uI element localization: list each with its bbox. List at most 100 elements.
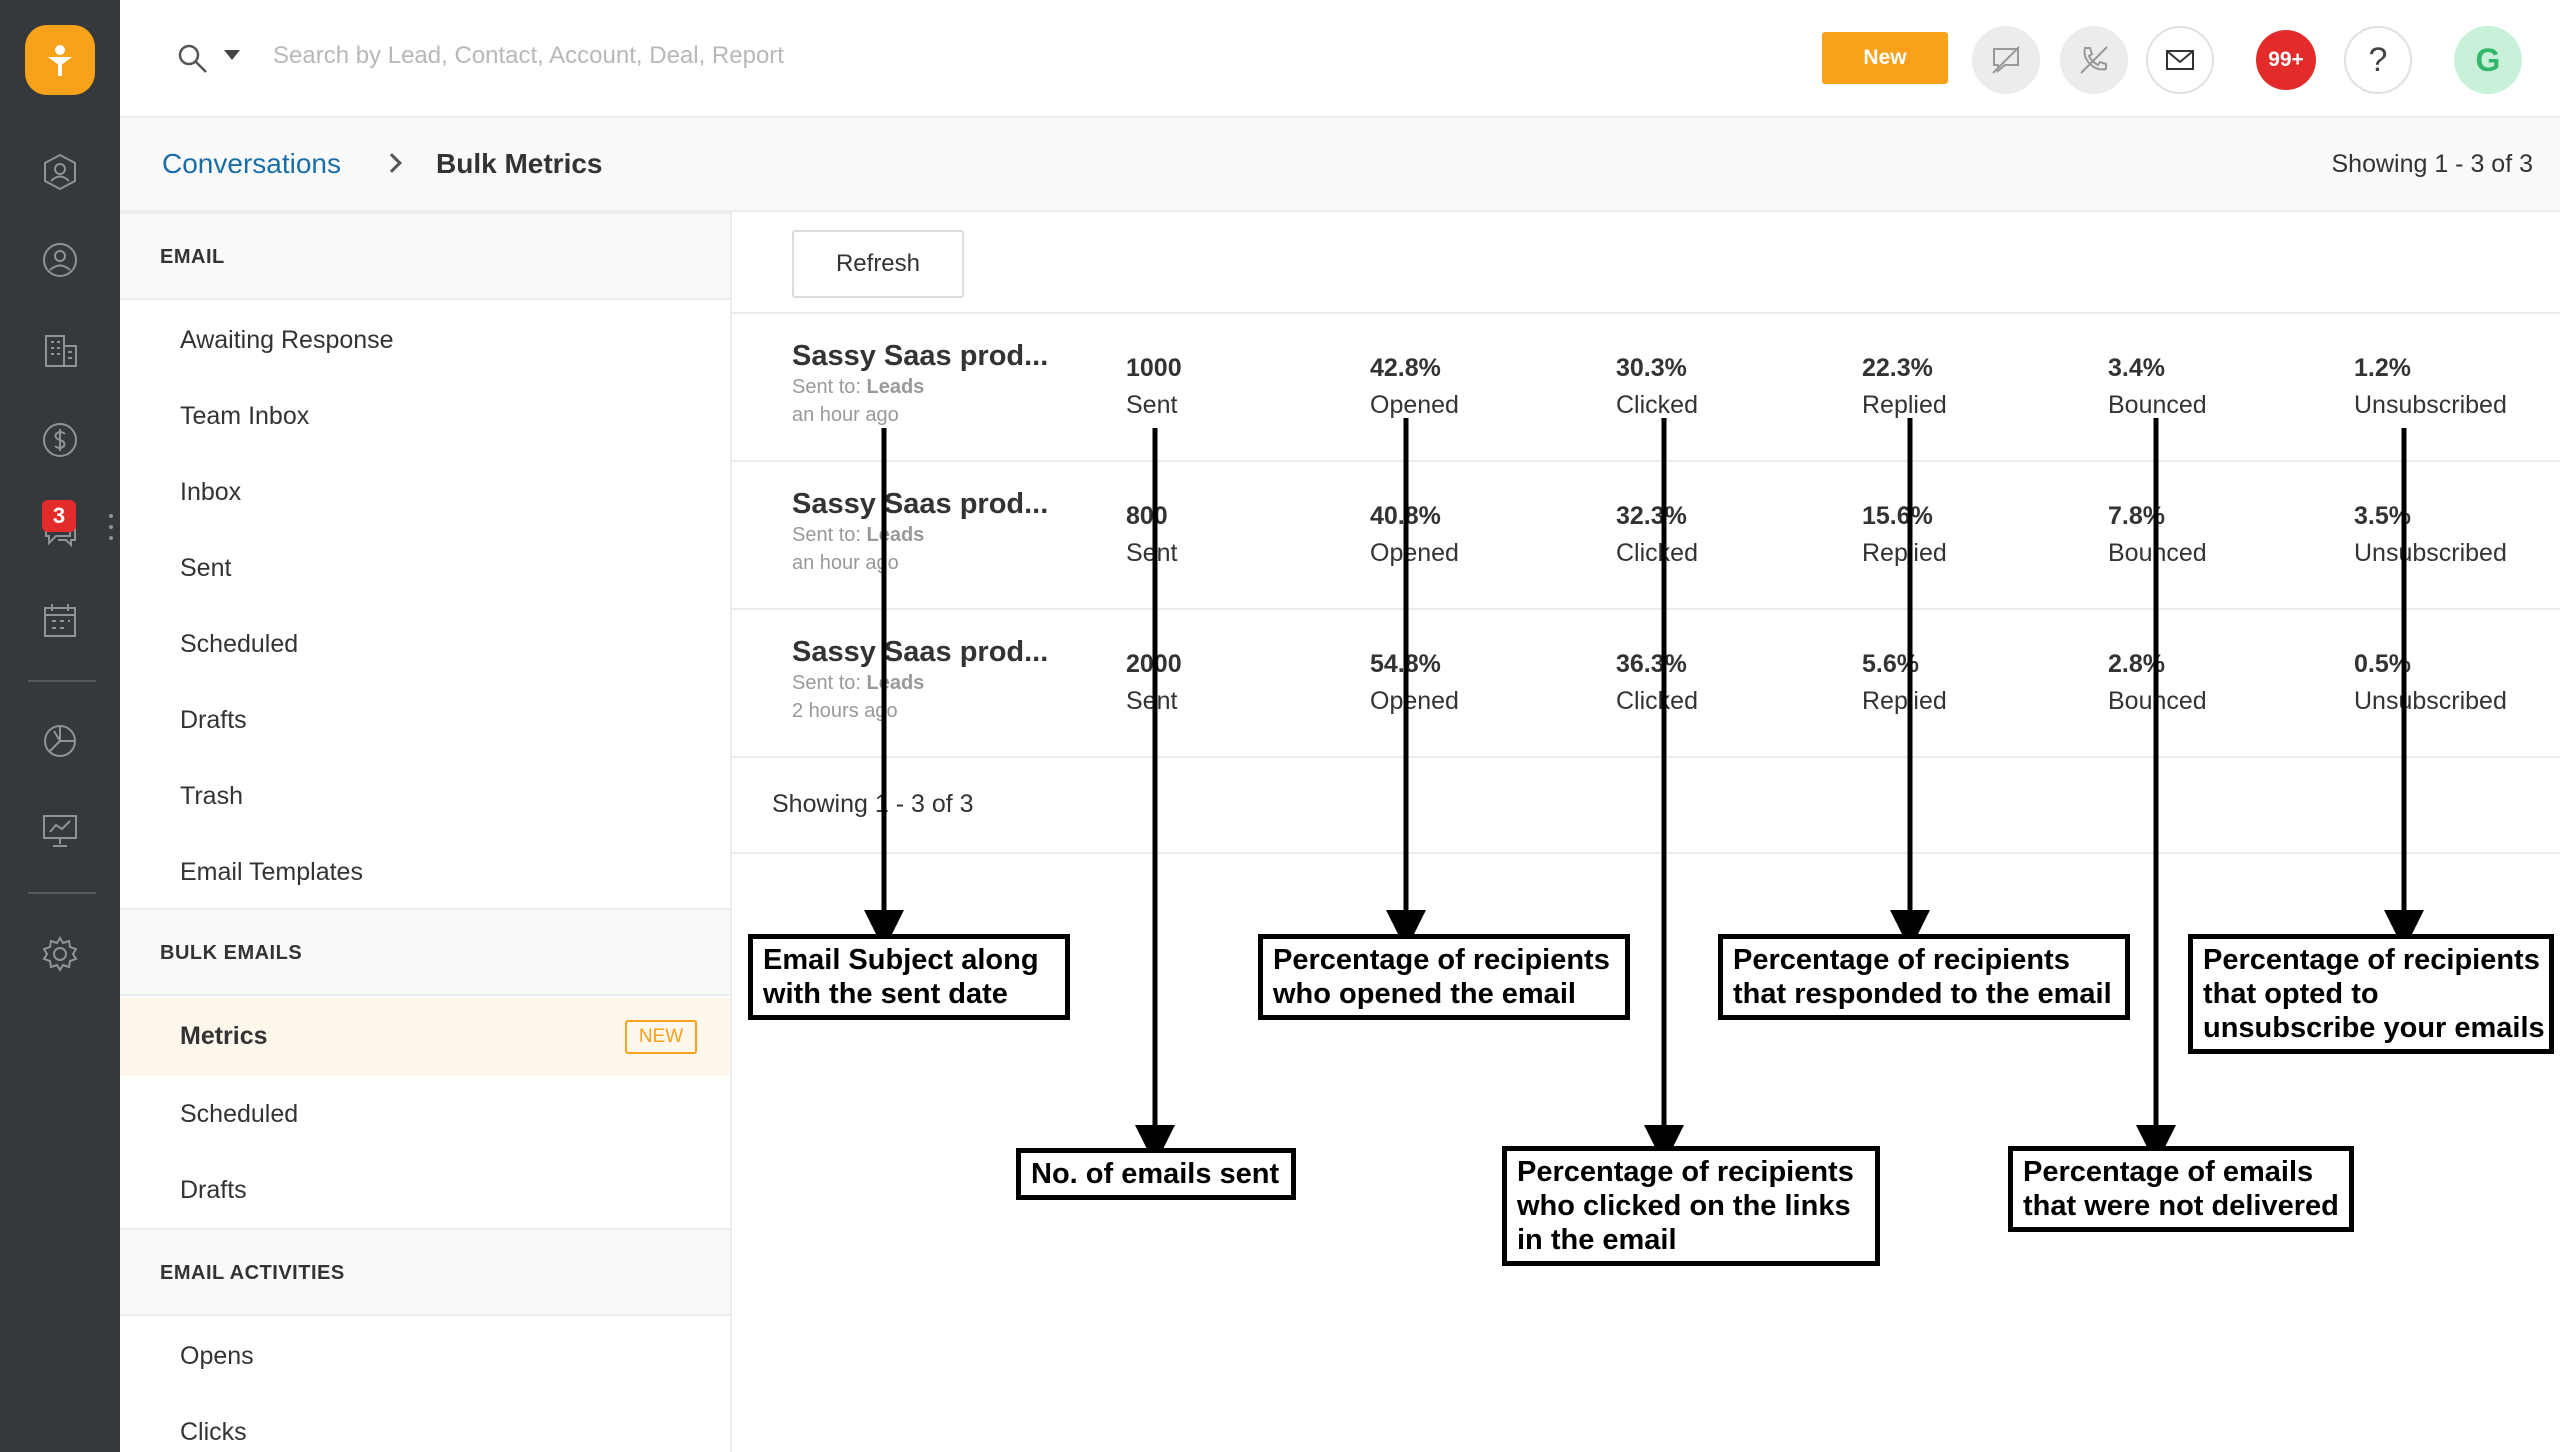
metric-value: 3.5% [2354, 502, 2411, 530]
settings-gear-icon[interactable] [38, 932, 82, 976]
metric-replied: 22.3%Replied [1862, 354, 1947, 420]
metric-value: 22.3% [1862, 354, 1933, 382]
sent-to-prefix: Sent to: [792, 376, 861, 398]
metric-replied: 5.6% Replied [1862, 650, 1947, 716]
sidebar-item-scheduled[interactable]: Scheduled [120, 606, 730, 682]
metric-value: 32.3% [1616, 502, 1687, 530]
search-scope-chevron-down-icon[interactable] [224, 50, 240, 60]
metric-value: 0.5% [2354, 650, 2411, 678]
metric-value: 800 [1126, 502, 1168, 530]
metric-value: 40.8% [1370, 502, 1441, 530]
metric-value: 54.8% [1370, 650, 1441, 678]
conversations-sidebar: EMAIL Awaiting Response Team Inbox Inbox… [120, 212, 732, 1452]
sent-to-audience: Leads [866, 672, 925, 694]
sidebar-item-bulk-drafts[interactable]: Drafts [120, 1152, 730, 1228]
metric-label: Opened [1370, 687, 1459, 715]
metric-label: Clicked [1616, 539, 1698, 567]
divider [732, 608, 2560, 610]
sidebar-item-label: Drafts [180, 1176, 247, 1204]
divider [732, 460, 2560, 462]
sidebar-item-clicks[interactable]: Clicks [120, 1394, 730, 1452]
metric-label: Sent [1126, 687, 1178, 715]
deals-icon[interactable] [38, 418, 82, 462]
metric-label: Clicked [1616, 391, 1698, 419]
metric-label: Sent [1126, 539, 1178, 567]
rail-expand-handle[interactable] [108, 514, 114, 540]
sidebar-item-opens[interactable]: Opens [120, 1318, 730, 1394]
sidebar-item-label: Clicks [180, 1418, 247, 1446]
left-rail: 3 [0, 0, 120, 1452]
contacts-icon[interactable] [38, 238, 82, 282]
metric-value: 5.6% [1862, 650, 1919, 678]
metric-unsubscribed: 3.5%Unsubscribed [2354, 502, 2507, 568]
refresh-button[interactable]: Refresh [792, 230, 964, 298]
metric-label: Unsubscribed [2354, 687, 2507, 715]
sidebar-item-label: Team Inbox [180, 402, 310, 430]
search-input[interactable]: Search by Lead, Contact, Account, Deal, … [273, 42, 784, 69]
sidebar-item-email-templates[interactable]: Email Templates [120, 834, 730, 910]
app-logo-icon[interactable] [25, 25, 95, 95]
metric-value: 7.8% [2108, 502, 2165, 530]
sidebar-item-trash[interactable]: Trash [120, 758, 730, 834]
metric-label: Bounced [2108, 539, 2207, 567]
help-button[interactable]: ? [2344, 26, 2412, 94]
sidebar-item-team-inbox[interactable]: Team Inbox [120, 378, 730, 454]
metric-label: Replied [1862, 687, 1947, 715]
notifications-badge[interactable]: 99+ [2256, 30, 2316, 90]
sent-to-audience: Leads [866, 376, 925, 398]
sidebar-item-label: Awaiting Response [180, 326, 394, 354]
dashboard-icon[interactable] [38, 808, 82, 852]
metric-value: 36.3% [1616, 650, 1687, 678]
sidebar-item-awaiting-response[interactable]: Awaiting Response [120, 302, 730, 378]
user-avatar[interactable]: G [2454, 26, 2522, 94]
breadcrumb-conversations-link[interactable]: Conversations [162, 148, 341, 179]
metric-label: Opened [1370, 391, 1459, 419]
top-bar: Search by Lead, Contact, Account, Deal, … [120, 0, 2560, 118]
sent-time: an hour ago [792, 552, 899, 574]
metric-label: Bounced [2108, 391, 2207, 419]
sidebar-item-label: Opens [180, 1342, 254, 1370]
section-header-label: EMAIL [160, 246, 225, 268]
email-subject[interactable]: Sassy Saas prod... [792, 340, 1049, 372]
mail-button[interactable] [2146, 26, 2214, 94]
email-subject[interactable]: Sassy Saas prod... [792, 636, 1049, 668]
sidebar-item-label: Email Templates [180, 858, 363, 886]
sidebar-item-bulk-scheduled[interactable]: Scheduled [120, 1076, 730, 1152]
annotation-sent: No. of emails sent [1016, 1148, 1296, 1200]
metric-label: Replied [1862, 539, 1947, 567]
sidebar-item-sent[interactable]: Sent [120, 530, 730, 606]
sent-to: Sent to: Leads [792, 376, 924, 399]
metric-value: 3.4% [2108, 354, 2165, 382]
sidebar-item-label: Scheduled [180, 630, 299, 658]
search-icon[interactable] [176, 42, 210, 76]
sidebar-item-inbox[interactable]: Inbox [120, 454, 730, 530]
metric-bounced: 7.8% Bounced [2108, 502, 2207, 568]
metric-value: 30.3% [1616, 354, 1687, 382]
sidebar-item-metrics[interactable]: Metrics NEW [120, 998, 730, 1076]
breadcrumb: Conversations Bulk Metrics Showing 1 - 3… [120, 118, 2560, 212]
email-subject[interactable]: Sassy Saas prod... [792, 488, 1049, 520]
accounts-icon[interactable] [38, 328, 82, 372]
reports-icon[interactable] [38, 718, 82, 762]
sent-to-prefix: Sent to: [792, 672, 861, 694]
metric-value: 1.2% [2354, 354, 2411, 382]
metric-value: 15.6% [1862, 502, 1933, 530]
metric-label: Unsubscribed [2354, 391, 2507, 419]
leads-icon[interactable] [38, 150, 82, 194]
chat-button[interactable] [1972, 26, 2040, 94]
section-header-email-activities: EMAIL ACTIVITIES [120, 1228, 730, 1316]
calendar-icon[interactable] [38, 598, 82, 642]
phone-button[interactable] [2060, 26, 2128, 94]
rail-divider [28, 680, 96, 682]
sidebar-item-label: Sent [180, 554, 232, 582]
metric-unsubscribed: 0.5% Unsubscribed [2354, 650, 2507, 716]
sidebar-item-drafts[interactable]: Drafts [120, 682, 730, 758]
new-badge: NEW [625, 1020, 697, 1054]
new-button[interactable]: New [1822, 32, 1948, 84]
